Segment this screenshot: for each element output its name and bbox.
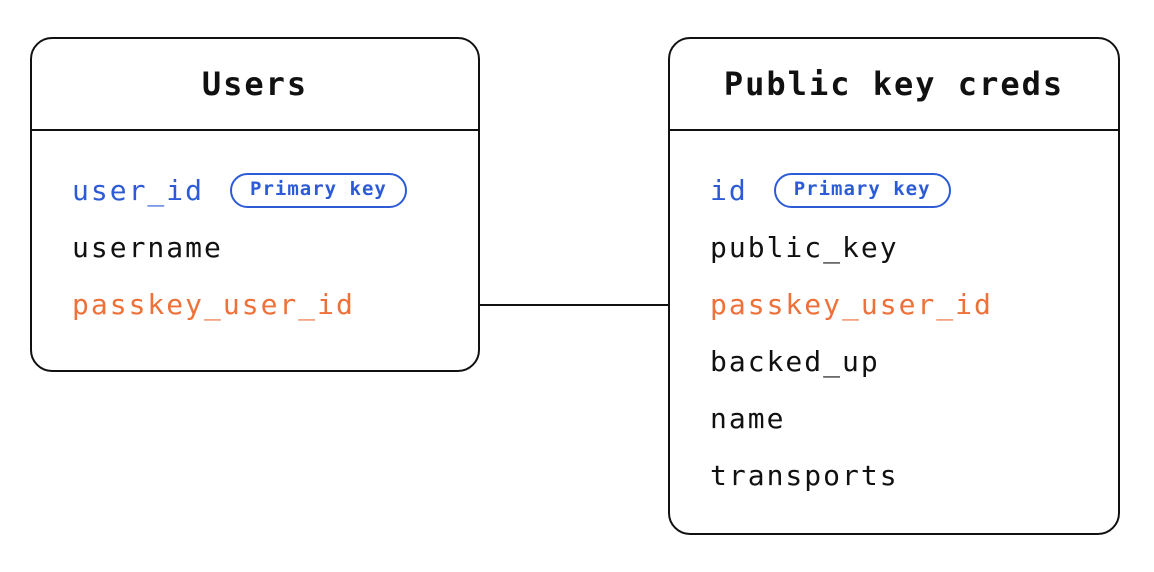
field-row-name: name: [710, 390, 1118, 447]
field-name-label: transports: [710, 459, 899, 492]
table-users-title: Users: [32, 39, 478, 131]
field-row-backed_up: backed_up: [710, 333, 1118, 390]
table-public-key-creds: Public key creds id Primary key public_key…: [668, 37, 1120, 535]
field-row-transports: transports: [710, 447, 1118, 504]
field-row-username: username: [72, 219, 478, 276]
field-row-passkey_user_id: passkey_user_id: [710, 276, 1118, 333]
field-row-public_key: public_key: [710, 219, 1118, 276]
field-name-label: backed_up: [710, 345, 880, 378]
field-name-label: passkey_user_id: [710, 288, 993, 321]
table-public-key-creds-title: Public key creds: [670, 39, 1118, 131]
field-name-label: id: [710, 174, 748, 207]
field-name-label: public_key: [710, 231, 899, 264]
primary-key-badge: Primary key: [773, 173, 951, 208]
primary-key-badge: Primary key: [230, 173, 407, 208]
field-row-passkey_user_id: passkey_user_id: [72, 276, 478, 333]
field-name-label: name: [710, 402, 786, 435]
field-name-label: username: [72, 231, 223, 264]
field-row-user_id: user_id Primary key: [72, 162, 478, 219]
field-row-id: id Primary key: [710, 162, 1118, 219]
field-name-label: user_id: [72, 174, 205, 207]
field-name-label: passkey_user_id: [72, 288, 355, 321]
relationship-connector-line: [480, 304, 668, 306]
